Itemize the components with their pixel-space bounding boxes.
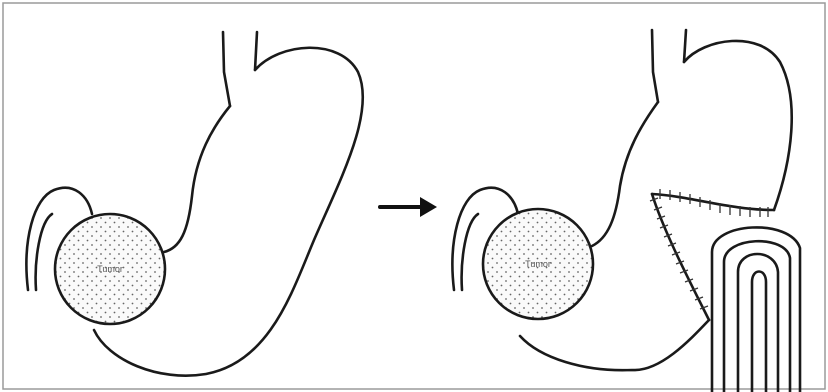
left-duodenum-inner (36, 214, 52, 290)
right-panel-stomach: Tumor (452, 30, 800, 392)
left-stomach-lesser-curvature (164, 106, 230, 252)
left-esophagus-right-wall (255, 32, 257, 70)
right-tumor-label: Tumor (525, 259, 551, 269)
right-duodenum-inner (462, 214, 478, 290)
left-esophagus-left-wall (223, 32, 230, 106)
figure-border (3, 3, 825, 389)
left-tumor-label: Tumor (97, 264, 123, 274)
right-stomach-distal (520, 320, 709, 370)
right-esophagus-right-wall (684, 30, 686, 62)
right-stomach-lesser-curvature (592, 102, 658, 246)
left-panel-stomach: Tumor (26, 32, 362, 376)
right-jejunum-middle (724, 241, 790, 392)
right-stomach-fundus (684, 41, 792, 210)
transition-arrow (380, 197, 437, 217)
right-esophagus-left-wall (652, 30, 658, 102)
right-jejunum-inner (738, 254, 778, 392)
right-staple-line-vertical (652, 194, 709, 320)
right-jejunum-core (752, 272, 766, 392)
